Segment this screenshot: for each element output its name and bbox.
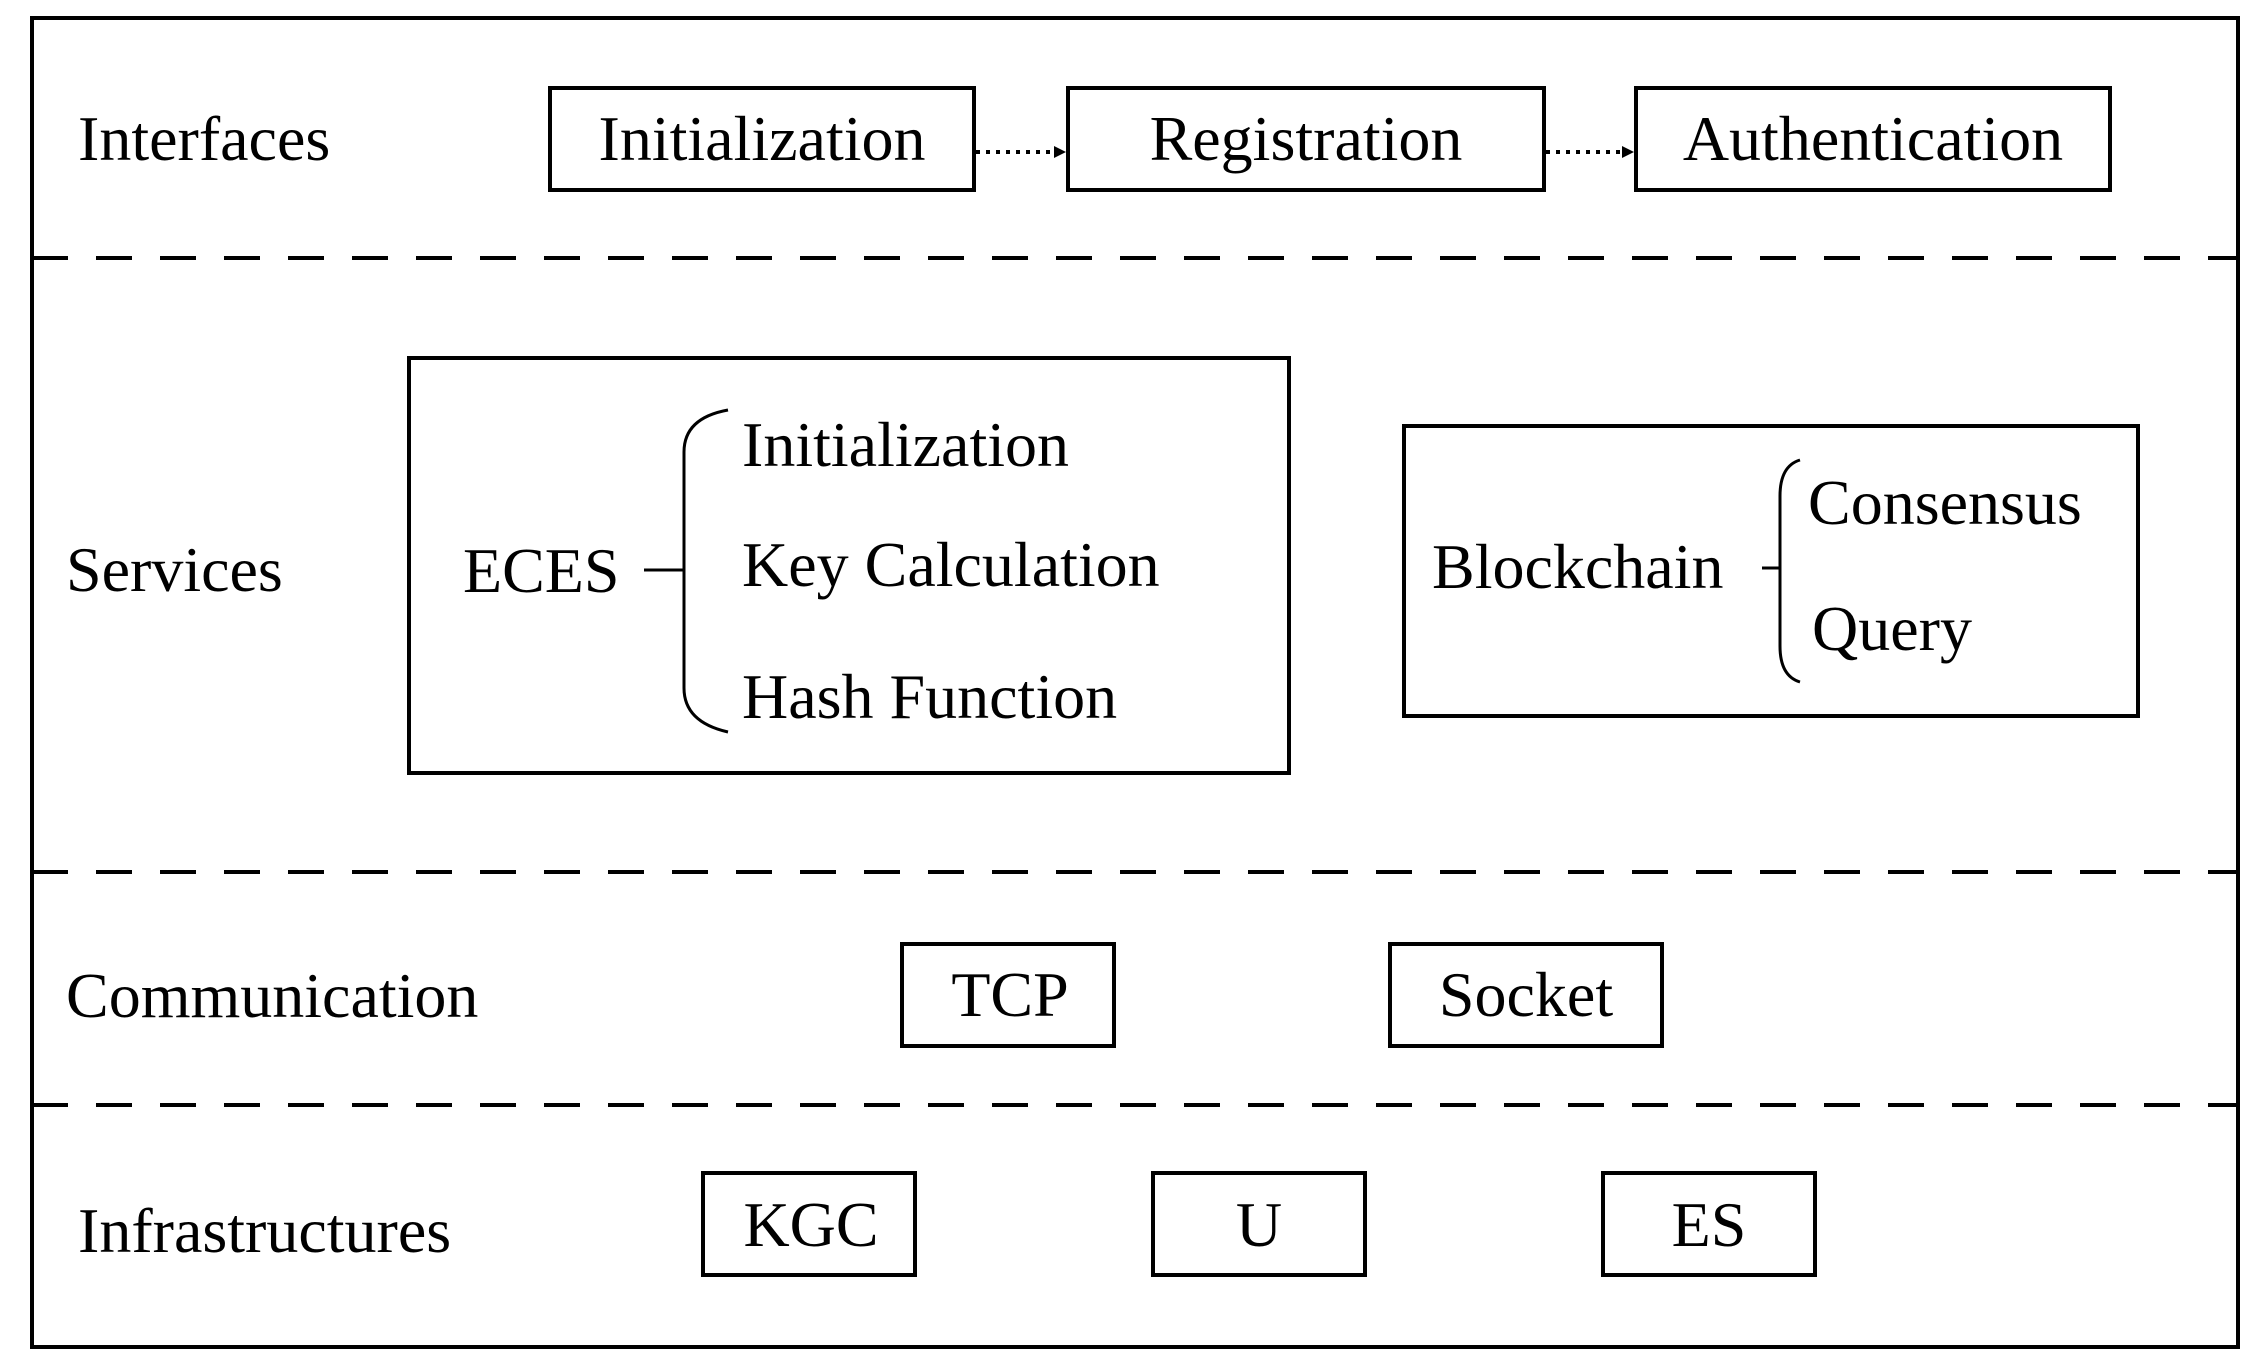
eces-brace	[682, 408, 729, 734]
interface-authentication-box	[1634, 86, 2112, 192]
communication-socket-box	[1388, 942, 1664, 1048]
infrastructures-layer: Infrastructures KGC U ES	[78, 1171, 1817, 1277]
infrastructure-u-box	[1151, 1171, 1367, 1277]
blockchain-box	[1402, 424, 2140, 718]
services-layer-label: Services	[66, 534, 283, 605]
eces-item-key-calculation: Key Calculation	[742, 529, 1160, 600]
blockchain-label: Blockchain	[1432, 531, 1723, 602]
infrastructure-kgc-label: KGC	[743, 1189, 878, 1260]
interface-registration-box	[1066, 86, 1546, 192]
communication-layer-label: Communication	[66, 960, 478, 1031]
infrastructure-es-label: ES	[1672, 1189, 1747, 1260]
services-layer: Services ECES Initialization Key Calcula…	[66, 356, 2140, 775]
communication-socket-label: Socket	[1439, 959, 1613, 1030]
outer-frame	[30, 16, 2240, 1349]
layer-separators	[32, 256, 2238, 1107]
infrastructure-kgc-box	[701, 1171, 917, 1277]
eces-item-hash-function: Hash Function	[742, 661, 1117, 732]
eces-item-initialization: Initialization	[742, 409, 1069, 480]
communication-tcp-label: TCP	[951, 959, 1068, 1030]
infrastructures-layer-label: Infrastructures	[78, 1195, 451, 1266]
interfaces-layer-label: Interfaces	[78, 103, 330, 174]
interface-initialization-box	[548, 86, 976, 192]
infrastructure-u-label: U	[1236, 1189, 1282, 1260]
interfaces-layer: Interfaces Initialization Registration A…	[78, 86, 2112, 192]
blockchain-brace	[1778, 458, 1801, 684]
communication-layer: Communication TCP Socket	[66, 942, 1664, 1048]
interface-authentication-label: Authentication	[1683, 103, 2063, 174]
communication-tcp-box	[900, 942, 1116, 1048]
interface-registration-label: Registration	[1150, 103, 1463, 174]
eces-label: ECES	[463, 535, 619, 606]
interface-initialization-label: Initialization	[599, 103, 926, 174]
infrastructure-es-box	[1601, 1171, 1817, 1277]
blockchain-item-consensus: Consensus	[1808, 467, 2082, 538]
blockchain-item-query: Query	[1812, 593, 1972, 664]
eces-box	[407, 356, 1291, 775]
